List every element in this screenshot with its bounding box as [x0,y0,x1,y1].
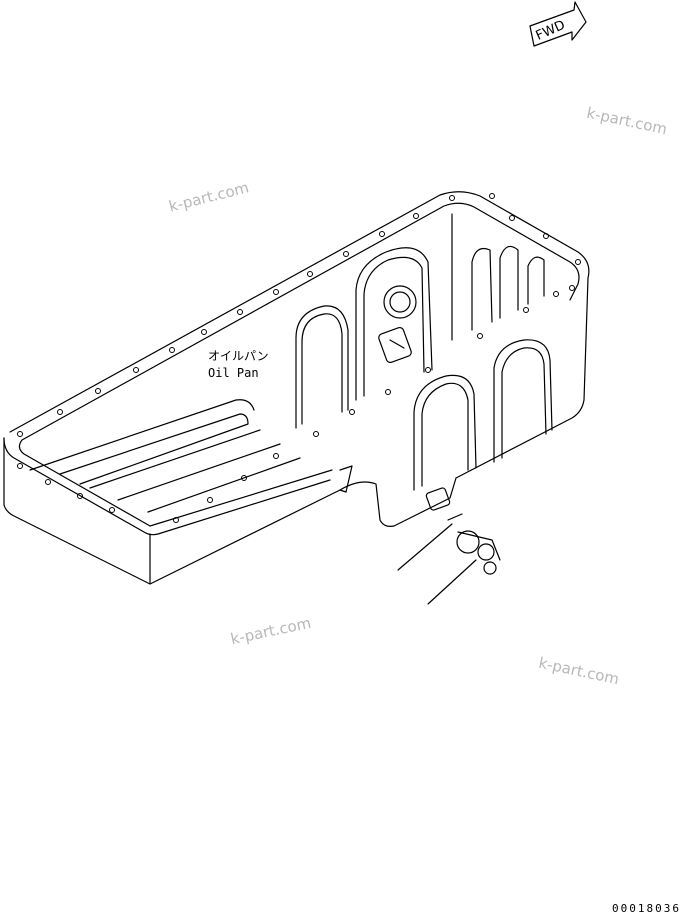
drawing-code: 00018036 [612,902,681,915]
flange-bolt-holes [17,193,581,523]
fwd-arrow-icon: FWD [529,1,587,47]
oil-pan [3,191,590,605]
part-label-en: Oil Pan [208,366,259,380]
part-label-jp: オイルパン [208,349,269,363]
